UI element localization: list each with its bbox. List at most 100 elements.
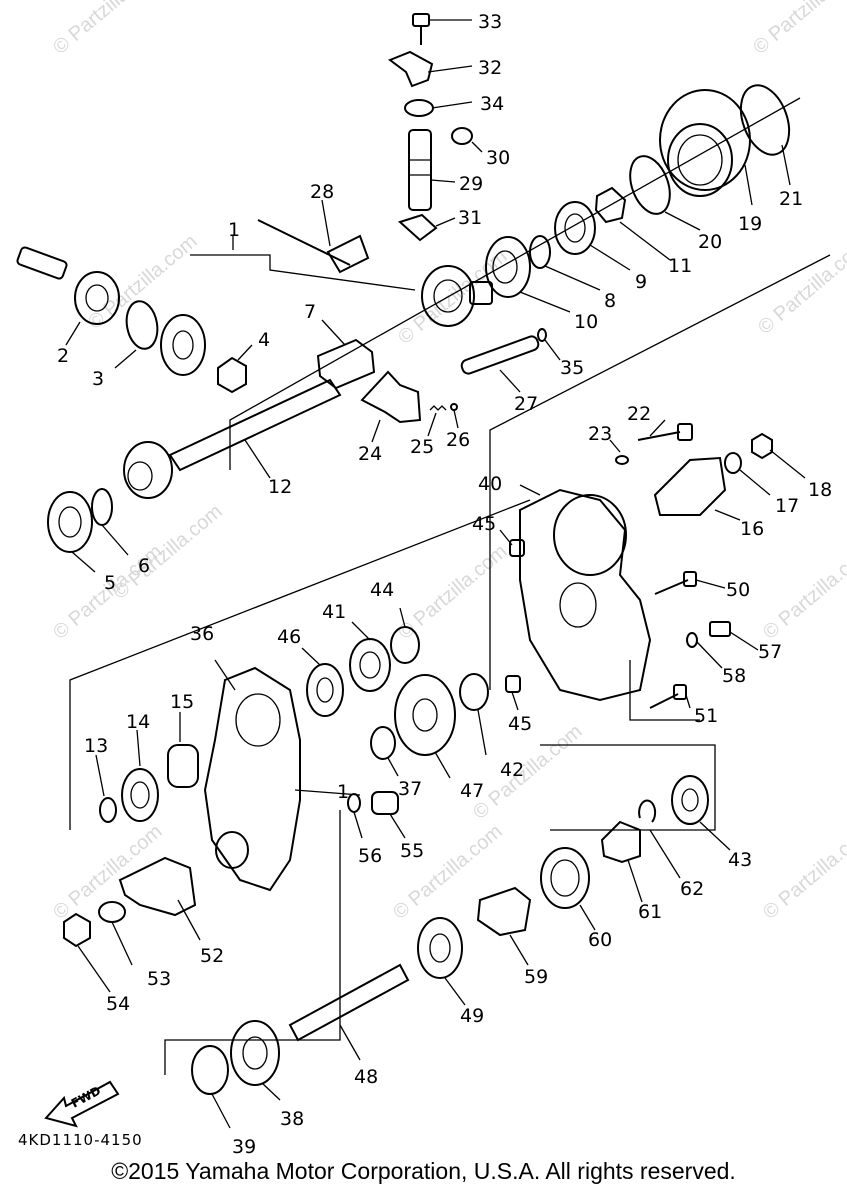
part-29-shaft: [408, 129, 432, 211]
watermark: © Partzilla.com: [759, 540, 847, 643]
callout-16: 16: [740, 518, 764, 540]
callout-46: 46: [277, 626, 301, 648]
part-10-gear: [485, 236, 531, 298]
part-23-washer: [615, 455, 629, 465]
callout-61: 61: [638, 901, 662, 923]
callout-50: 50: [726, 579, 750, 601]
callout-32: 32: [478, 57, 502, 79]
part-7-dog-clutch: [316, 338, 376, 390]
part-46-gear: [306, 663, 344, 717]
parts: FWD: [16, 13, 791, 1128]
copyright-notice: ©2015 Yamaha Motor Corporation, U.S.A. A…: [111, 1158, 736, 1184]
part-13-ring: [99, 797, 117, 823]
callout-12: 12: [268, 476, 292, 498]
part-11-nut: [594, 186, 627, 224]
part-25-spring: [429, 405, 447, 411]
part-6-ring: [91, 488, 113, 526]
callout-44: 44: [370, 579, 394, 601]
part-20-o-ring: [629, 155, 671, 215]
part-17-washer: [724, 452, 742, 474]
callout-17: 17: [775, 495, 799, 517]
bevel-gear: [421, 265, 493, 327]
part-22-bolt: [637, 423, 693, 441]
part-12-shaft: [168, 378, 342, 472]
callout-2: 2: [57, 345, 69, 367]
callout-28: 28: [310, 181, 334, 203]
callout-3: 3: [92, 368, 104, 390]
part-34-washer: [404, 99, 434, 117]
callout-34: 34: [480, 93, 504, 115]
watermark: © Partzilla.com: [389, 820, 506, 923]
part-2-input-shaft: [16, 246, 120, 325]
part-26-ball: [450, 403, 458, 411]
callout-10: 10: [574, 311, 598, 333]
callout-39: 39: [232, 1136, 256, 1158]
part-41-bearing: [349, 638, 391, 692]
callout-14: 14: [126, 711, 150, 733]
callout-30: 30: [486, 147, 510, 169]
part-12-gear: [123, 441, 173, 499]
part-60-spring: [540, 847, 590, 909]
callout-41: 41: [322, 601, 346, 623]
part-21-o-ring: [739, 84, 791, 156]
figure-code: 4KD1110-4150: [18, 1131, 143, 1149]
left-bevel-gear: [160, 314, 206, 376]
callout-9: 9: [635, 271, 647, 293]
callout-24: 24: [358, 443, 382, 465]
part-54-nut: [63, 912, 91, 948]
part-37-ring: [370, 726, 396, 760]
part-32-bracket: [387, 50, 434, 88]
callout-6: 6: [138, 555, 150, 577]
callout-1: 1: [228, 219, 240, 241]
callout-4: 4: [258, 329, 270, 351]
part-58-washer: [686, 632, 698, 648]
callout-36: 36: [190, 623, 214, 645]
part-53-washer: [98, 901, 126, 923]
callout-18: 18: [808, 479, 832, 501]
part-18-nut: [751, 432, 773, 460]
part-24-shift-fork: [360, 370, 422, 424]
callout-57: 57: [758, 641, 782, 663]
part-3-o-ring: [125, 300, 159, 350]
callout-56: 56: [358, 845, 382, 867]
part-9-bearing: [554, 201, 596, 255]
watermark: © Partzilla.com: [469, 720, 586, 823]
callout-53: 53: [147, 968, 171, 990]
part-14-bearing: [121, 768, 159, 822]
callout-45: 45: [508, 713, 532, 735]
callout-22: 22: [627, 403, 651, 425]
callout-1: 1: [337, 781, 349, 803]
callout-35: 35: [560, 357, 584, 379]
part-39-seal: [191, 1045, 229, 1095]
part-61-collar: [600, 820, 641, 864]
callout-25: 25: [410, 436, 434, 458]
callout-20: 20: [698, 231, 722, 253]
part-5-bearing: [47, 491, 93, 553]
part-57-bolt: [709, 621, 731, 637]
callout-33: 33: [478, 11, 502, 33]
callout-38: 38: [280, 1108, 304, 1130]
fwd-label: FWD: [69, 1084, 103, 1111]
part-42-ring: [459, 673, 489, 711]
assembly-outlines: [69, 97, 831, 1075]
callout-37: 37: [398, 778, 422, 800]
callout-31: 31: [458, 207, 482, 229]
part-30-clip: [451, 127, 474, 145]
callout-23: 23: [588, 423, 612, 445]
part-33-bolt: [412, 13, 430, 45]
callout-59: 59: [524, 966, 548, 988]
callout-58: 58: [722, 665, 746, 687]
callout-labels: 1 1 2 3 4 5 6 7 8 9 10 11 12 13 14 15 16…: [57, 11, 832, 1158]
watermark: © Partzilla.com: [749, 0, 847, 59]
fwd-arrow: FWD: [44, 1080, 120, 1128]
callout-42: 42: [500, 759, 524, 781]
part-56-washer: [347, 793, 361, 813]
callout-26: 26: [446, 429, 470, 451]
part-59-cam: [476, 886, 532, 937]
part-38-bearing: [230, 1020, 280, 1086]
part-16-yoke: [653, 456, 727, 516]
callout-54: 54: [106, 993, 130, 1015]
callout-62: 62: [680, 878, 704, 900]
part-40-case: [519, 488, 652, 702]
callout-52: 52: [200, 945, 224, 967]
